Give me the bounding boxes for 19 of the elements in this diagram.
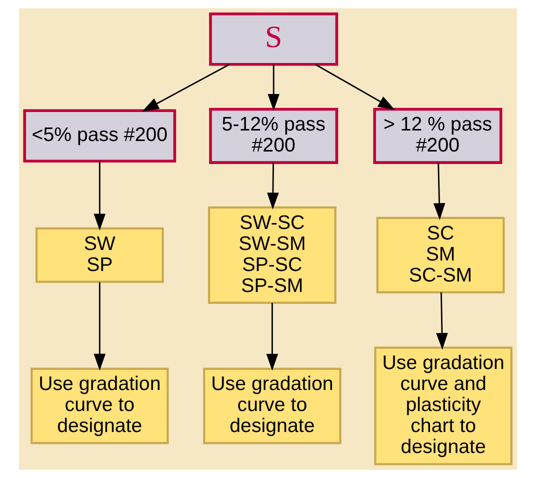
node-box: SW-SC SW-SM SP-SC SP-SM (208, 206, 336, 304)
node-box: 5-12% pass #200 (209, 108, 338, 164)
arrow (142, 64, 230, 112)
arrow (94, 161, 106, 231)
node-box: SW SP (35, 227, 164, 283)
node-box: Use gradation curve and plasticity chart to designate (374, 346, 512, 466)
node-box: Use gradation curve to designate (30, 368, 169, 444)
arrow (94, 282, 106, 371)
arrow (266, 302, 278, 371)
arrow (315, 64, 395, 110)
node-box: Use gradation curve to designate (203, 368, 342, 444)
arrow (433, 162, 446, 220)
node-box: S (209, 12, 338, 66)
arrow (268, 64, 280, 111)
arrow (436, 292, 448, 350)
node-box: > 12 % pass #200 (373, 108, 502, 164)
arrow (267, 162, 279, 210)
node-box: SC SM SC-SM (376, 216, 505, 294)
node-box: <5% pass #200 (23, 109, 176, 163)
